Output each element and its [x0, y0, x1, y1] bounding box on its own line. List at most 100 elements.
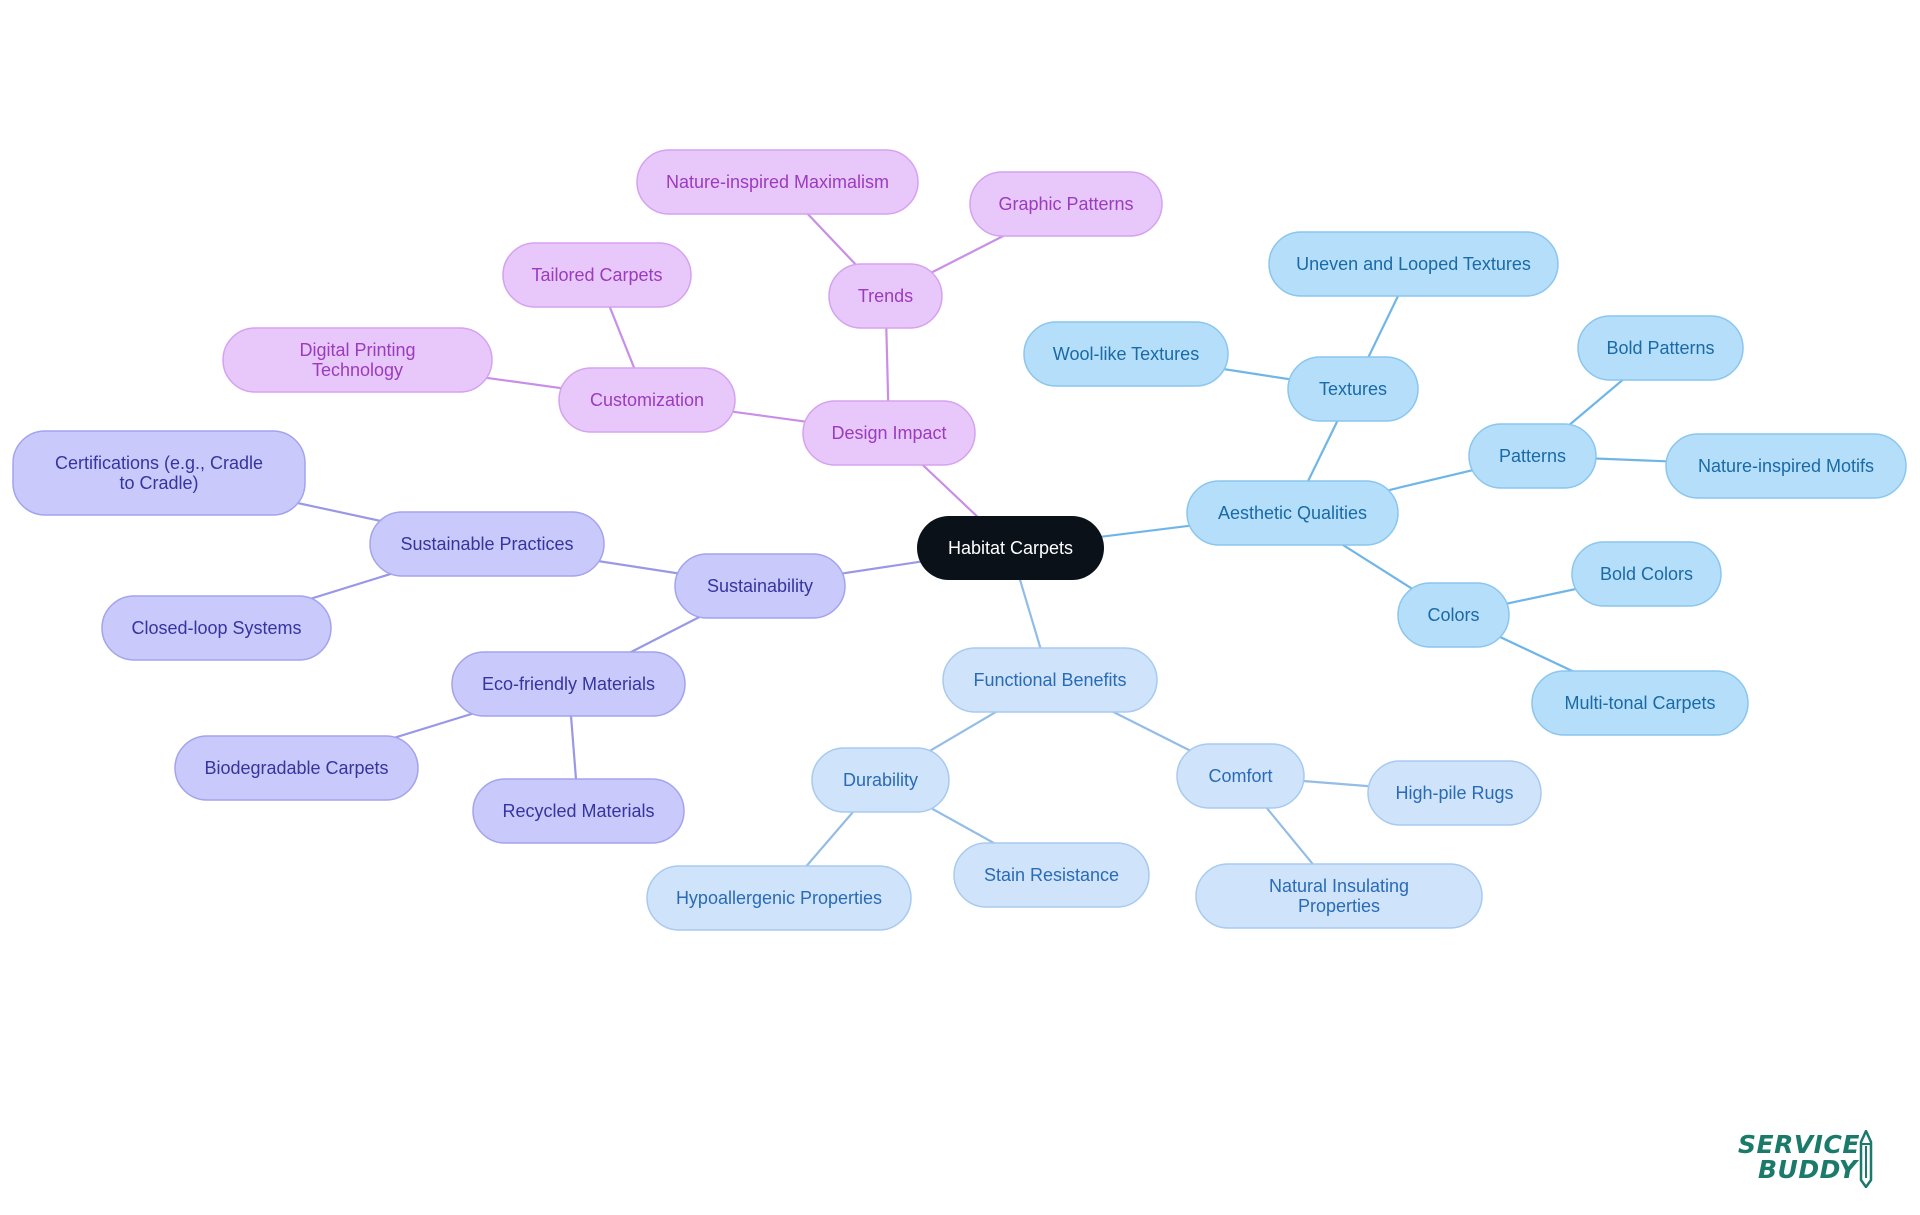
node-box-comfort [1176, 743, 1305, 809]
node-tailored-carpets: Tailored Carpets [502, 242, 692, 308]
node-label-colors: Colors [1427, 605, 1479, 625]
node-label-biodegradable-carpets: Biodegradable Carpets [204, 758, 388, 778]
node-box-eco-friendly-materials [451, 651, 686, 717]
node-high-pile-rugs: High-pile Rugs [1367, 760, 1542, 826]
node-stain-resistance: Stain Resistance [953, 842, 1150, 908]
node-label-bold-colors: Bold Colors [1600, 564, 1693, 584]
node-label-stain-resistance: Stain Resistance [984, 865, 1119, 885]
node-label-sustainable-practices: Sustainable Practices [400, 534, 573, 554]
logo-word-buddy: BUDDY [1758, 1155, 1858, 1184]
node-box-textures [1287, 356, 1419, 422]
pencil-icon [1859, 1130, 1873, 1188]
node-sustainable-practices: Sustainable Practices [369, 511, 605, 577]
node-aesthetic-qualities: Aesthetic Qualities [1186, 480, 1399, 546]
node-label-durability: Durability [843, 770, 918, 790]
node-box-high-pile-rugs [1367, 760, 1542, 826]
node-label-graphic-patterns: Graphic Patterns [998, 194, 1133, 214]
node-label-uneven-and-looped-textures: Uneven and Looped Textures [1296, 254, 1531, 274]
node-box-graphic-patterns [969, 171, 1163, 237]
node-label-functional-benefits: Functional Benefits [973, 670, 1126, 690]
node-box-customization [558, 367, 736, 433]
node-colors: Colors [1397, 582, 1510, 648]
node-sustainability: Sustainability [674, 553, 846, 619]
node-box-recycled-materials [472, 778, 685, 844]
node-box-functional-benefits [942, 647, 1158, 713]
node-box-trends [828, 263, 943, 329]
node-label-nature-inspired-maximalism: Nature-inspired Maximalism [666, 172, 889, 192]
node-recycled-materials: Recycled Materials [472, 778, 685, 844]
node-label-comfort: Comfort [1208, 766, 1272, 786]
node-comfort: Comfort [1176, 743, 1305, 809]
node-label-textures: Textures [1319, 379, 1387, 399]
node-bold-colors: Bold Colors [1571, 541, 1722, 607]
node-box-aesthetic-qualities [1186, 480, 1399, 546]
node-box-tailored-carpets [502, 242, 692, 308]
node-label-sustainability: Sustainability [707, 576, 813, 596]
node-design-impact: Design Impact [802, 400, 976, 466]
node-durability: Durability [811, 747, 950, 813]
node-box-biodegradable-carpets [174, 735, 419, 801]
node-label-habitat-carpets: Habitat Carpets [948, 538, 1073, 558]
node-box-stain-resistance [953, 842, 1150, 908]
node-label-patterns: Patterns [1499, 446, 1566, 466]
node-label-tailored-carpets: Tailored Carpets [531, 265, 662, 285]
node-box-sustainability [674, 553, 846, 619]
node-uneven-and-looped-textures: Uneven and Looped Textures [1268, 231, 1559, 297]
node-label-recycled-materials: Recycled Materials [502, 801, 654, 821]
node-box-closed-loop-systems [101, 595, 332, 661]
node-textures: Textures [1287, 356, 1419, 422]
node-nature-inspired-motifs: Nature-inspired Motifs [1665, 433, 1907, 499]
nodes-layer: Design Impact Customization Tailored Carpe… [12, 149, 1907, 931]
node-label-nature-inspired-motifs: Nature-inspired Motifs [1698, 456, 1874, 476]
node-wool-like-textures: Wool-like Textures [1023, 321, 1229, 387]
node-box-natural-insulating-properties [1195, 863, 1483, 929]
node-multi-tonal-carpets: Multi-tonal Carpets [1531, 670, 1749, 736]
node-label-closed-loop-systems: Closed-loop Systems [131, 618, 301, 638]
node-box-digital-printing-technology [222, 327, 493, 393]
node-box-colors [1397, 582, 1510, 648]
node-habitat-carpets: Habitat Carpets [917, 516, 1104, 580]
node-box-sustainable-practices [369, 511, 605, 577]
service-buddy-logo: SERVICE BUDDY [1738, 1128, 1878, 1188]
logo-word-service: SERVICE [1738, 1130, 1860, 1159]
node-box-nature-inspired-maximalism [636, 149, 919, 215]
node-label-aesthetic-qualities: Aesthetic Qualities [1218, 503, 1367, 523]
node-hypoallergenic-properties: Hypoallergenic Properties [646, 865, 912, 931]
node-box-bold-colors [1571, 541, 1722, 607]
node-bold-patterns: Bold Patterns [1577, 315, 1744, 381]
node-box-hypoallergenic-properties [646, 865, 912, 931]
node-label-design-impact: Design Impact [831, 423, 946, 443]
node-label-bold-patterns: Bold Patterns [1606, 338, 1714, 358]
node-functional-benefits: Functional Benefits [942, 647, 1158, 713]
node-trends: Trends [828, 263, 943, 329]
node-label-multi-tonal-carpets: Multi-tonal Carpets [1564, 693, 1715, 713]
node-patterns: Patterns [1468, 423, 1597, 489]
node-box-nature-inspired-motifs [1665, 433, 1907, 499]
node-closed-loop-systems: Closed-loop Systems [101, 595, 332, 661]
node-box-wool-like-textures [1023, 321, 1229, 387]
node-label-customization: Customization [590, 390, 704, 410]
node-graphic-patterns: Graphic Patterns [969, 171, 1163, 237]
node-customization: Customization [558, 367, 736, 433]
node-box-certifications-e-g-cradle-to-cradle [12, 430, 306, 516]
node-label-high-pile-rugs: High-pile Rugs [1395, 783, 1513, 803]
node-box-bold-patterns [1577, 315, 1744, 381]
node-box-patterns [1468, 423, 1597, 489]
node-box-design-impact [802, 400, 976, 466]
node-nature-inspired-maximalism: Nature-inspired Maximalism [636, 149, 919, 215]
node-box-habitat-carpets [917, 516, 1104, 580]
node-label-wool-like-textures: Wool-like Textures [1053, 344, 1199, 364]
node-eco-friendly-materials: Eco-friendly Materials [451, 651, 686, 717]
node-label-hypoallergenic-properties: Hypoallergenic Properties [676, 888, 882, 908]
node-box-uneven-and-looped-textures [1268, 231, 1559, 297]
node-box-durability [811, 747, 950, 813]
node-biodegradable-carpets: Biodegradable Carpets [174, 735, 419, 801]
node-label-eco-friendly-materials: Eco-friendly Materials [482, 674, 655, 694]
